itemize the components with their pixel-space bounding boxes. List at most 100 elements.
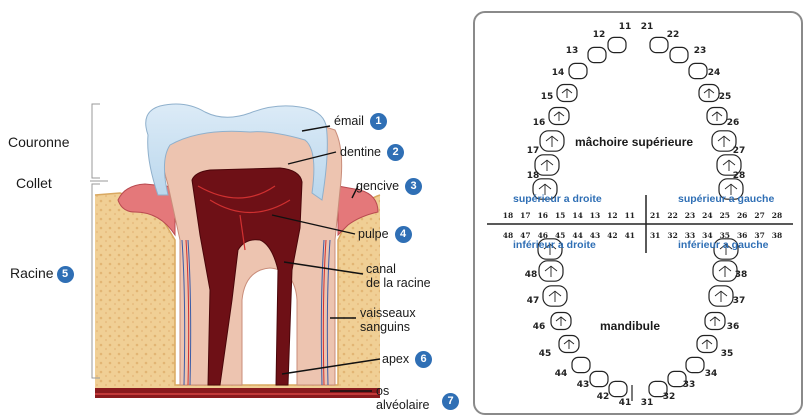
midline-lower-number: 41: [625, 231, 635, 240]
lower-left-tooth-number: 31: [641, 398, 654, 408]
part-number-badge: 7: [442, 393, 459, 410]
part-root-canal: canal de la racine: [366, 262, 431, 290]
upper-left-tooth-22: [670, 47, 688, 62]
lower-right-tooth-number: 41: [619, 398, 632, 408]
upper-right-tooth-number: 18: [527, 171, 540, 181]
upper-right-tooth-number: 12: [593, 30, 606, 40]
part-number-badge: 6: [415, 351, 432, 368]
quadrant-lower-right: inférieur a droite: [513, 239, 596, 251]
part-number-badge: 2: [387, 144, 404, 161]
lower-left-tooth-number: 38: [735, 270, 748, 280]
part-label: pulpe: [358, 227, 389, 241]
quadrant-lower-left: inférieur a gauche: [678, 239, 768, 251]
part-label: os alvéolaire: [376, 384, 430, 412]
lower-right-tooth-42: [590, 371, 608, 386]
lower-right-tooth-41: [609, 381, 627, 396]
midline-upper-number: 16: [538, 211, 548, 220]
midline-upper-number: 28: [772, 211, 782, 220]
crown-bracket: [92, 104, 100, 178]
upper-right-tooth-number: 11: [619, 22, 632, 32]
midline-upper-number: 25: [720, 211, 730, 220]
part-label: dentine: [340, 145, 381, 159]
midline-upper-number: 27: [754, 211, 764, 220]
midline-lower-number: 48: [503, 231, 513, 240]
part-number-badge: 4: [395, 226, 412, 243]
midline-lower-number: 31: [650, 231, 660, 240]
lower-left-tooth-number: 32: [663, 392, 676, 402]
midline-lower-number: 38: [772, 231, 782, 240]
quadrant-upper-right: supérieur a droite: [513, 193, 602, 205]
dental-chart-panel: 11 12 13 14 15 16 17 18 21 22 23 24 25 26 27 28 41 42 43 4…: [473, 11, 803, 415]
dental-chart-drawing: 11 12 13 14 15 16 17 18 21 22 23 24 25 26 27 28 41 42 43 4…: [475, 13, 801, 413]
upper-right-tooth-number: 17: [527, 146, 540, 156]
midline-upper-number: 12: [607, 211, 617, 220]
lower-right-tooth-number: 47: [527, 296, 540, 306]
upper-left-tooth-number: 24: [708, 68, 721, 78]
quadrant-number-row-upper: 18 17 16 15 14 13 12 11 21 22 23 24 25 26 27 28: [503, 211, 782, 220]
root-label-text: Racine: [10, 265, 54, 281]
part-number-badge: 1: [370, 113, 387, 130]
midline-lower-number: 42: [607, 231, 617, 240]
lower-left-tooth-33: [686, 357, 704, 372]
lower-left-tooth-number: 33: [683, 380, 696, 390]
lower-right-tooth-number: 48: [525, 270, 538, 280]
midline-upper-number: 13: [590, 211, 600, 220]
midline-upper-number: 26: [737, 211, 747, 220]
lower-right-tooth-number: 46: [533, 322, 546, 332]
midline-lower-number: 32: [667, 231, 677, 240]
midline-upper-number: 18: [503, 211, 513, 220]
upper-right-tooth-number: 15: [541, 92, 554, 102]
root-number-badge: 5: [57, 266, 74, 283]
upper-left-tooth-number: 22: [667, 30, 680, 40]
lower-right-tooth-number: 44: [555, 369, 568, 379]
upper-left-tooth-number: 21: [641, 22, 654, 32]
part-apex: apex 6: [382, 351, 432, 368]
lower-jaw-label: mandibule: [600, 319, 660, 333]
upper-right-tooth-11: [608, 37, 626, 52]
lower-right-tooth-number: 42: [597, 392, 610, 402]
upper-right-tooth-12: [588, 47, 606, 62]
lower-right-tooth-number: 43: [577, 380, 590, 390]
upper-left-tooth-number: 23: [694, 46, 707, 56]
lower-right-tooth-43: [572, 357, 590, 372]
midline-upper-number: 11: [625, 211, 635, 220]
upper-right-tooth-13: [569, 63, 587, 78]
part-enamel: émail 1: [334, 113, 387, 130]
upper-left-tooth-23: [689, 63, 707, 78]
crown-label: Couronne: [8, 134, 70, 150]
part-pulp: pulpe 4: [358, 226, 412, 243]
upper-left-tooth-number: 27: [733, 146, 746, 156]
upper-left-tooth-number: 26: [727, 118, 740, 128]
midline-upper-number: 23: [685, 211, 695, 220]
part-gum: gencive 3: [356, 178, 422, 195]
midline-upper-number: 15: [555, 211, 565, 220]
midline-upper-number: 24: [702, 211, 712, 220]
lower-right-tooth-number: 45: [539, 349, 552, 359]
upper-jaw-label: mâchoire supérieure: [575, 135, 693, 149]
upper-left-tooth-number: 28: [733, 171, 746, 181]
part-dentine: dentine 2: [340, 144, 404, 161]
upper-right-tooth-number: 16: [533, 118, 546, 128]
part-alveolar-bone: os alvéolaire7: [376, 384, 430, 412]
part-label: gencive: [356, 179, 399, 193]
lower-left-tooth-number: 37: [733, 296, 746, 306]
part-number-badge: 3: [405, 178, 422, 195]
midline-upper-number: 17: [520, 211, 530, 220]
neck-label: Collet: [16, 175, 52, 191]
upper-right-tooth-number: 13: [566, 46, 579, 56]
part-blood-vessels: vaisseaux sanguins: [360, 306, 416, 334]
part-label: émail: [334, 114, 364, 128]
midline-upper-number: 14: [572, 211, 582, 220]
lower-left-tooth-number: 36: [727, 322, 740, 332]
upper-left-tooth-number: 25: [719, 92, 732, 102]
midline-upper-number: 21: [650, 211, 660, 220]
upper-left-tooth-21: [650, 37, 668, 52]
part-label: apex: [382, 352, 409, 366]
upper-right-tooth-number: 14: [552, 68, 565, 78]
quadrant-upper-left: supérieur a gauche: [678, 193, 774, 205]
upper-arch: [533, 37, 743, 199]
midline-upper-number: 22: [667, 211, 677, 220]
lower-left-tooth-number: 35: [721, 349, 734, 359]
